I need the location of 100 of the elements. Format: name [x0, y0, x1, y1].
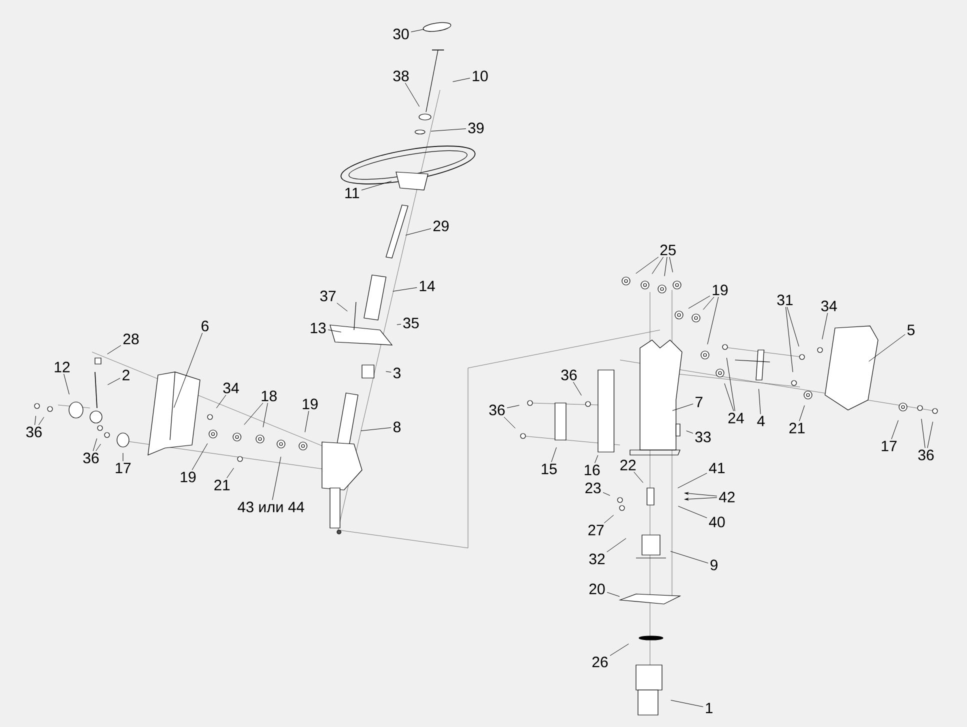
callout-number: 41 [709, 462, 725, 474]
leader-line [686, 430, 694, 434]
callout-number: 12 [54, 362, 70, 372]
leader-line [684, 492, 718, 496]
callout-number: 24 [728, 412, 744, 424]
callout-number: 29 [433, 220, 449, 232]
callout-number: 10 [472, 70, 488, 82]
leader-line [262, 402, 268, 428]
leader-line [396, 324, 402, 325]
leader-line [634, 472, 644, 483]
leader-line [726, 358, 736, 412]
leader-line [192, 443, 208, 470]
callout-number: 37 [320, 290, 336, 302]
callout-number: 27 [588, 524, 604, 536]
leader-line [272, 456, 282, 500]
callout-number: 36 [489, 404, 505, 416]
callout-number: 9 [710, 560, 718, 570]
leader-line [336, 302, 348, 312]
callout-number: 2 [122, 370, 130, 380]
callout-number: 33 [695, 432, 711, 442]
leader-line [107, 345, 122, 354]
leader-line [891, 420, 899, 440]
leader-line [664, 256, 668, 276]
leader-line [707, 296, 719, 345]
leader-line [921, 418, 926, 448]
leader-line [504, 416, 516, 428]
leader-line [678, 472, 708, 488]
leader-line [107, 378, 120, 386]
leader-line [724, 383, 734, 412]
callout-number: 19 [302, 398, 318, 410]
leader-line [216, 394, 226, 408]
leader-line [452, 78, 470, 82]
callout-number: 15 [542, 464, 557, 474]
leader-line [868, 334, 906, 362]
callout-number: 19 [712, 284, 728, 296]
leader-line [670, 700, 704, 708]
leader-line [799, 405, 805, 422]
leader-line [96, 444, 101, 452]
callout-number: 34 [223, 382, 239, 394]
callout-number: 21 [214, 480, 230, 490]
leader-line [551, 447, 557, 462]
callout-number: 23 [585, 482, 601, 494]
callout-number: 5 [907, 324, 915, 336]
callout-number: 7 [696, 396, 702, 408]
callout-number: 22 [620, 460, 636, 470]
leader-line [670, 551, 708, 564]
callout-number: 17 [116, 462, 131, 474]
callout-number: 28 [123, 334, 139, 344]
leader-line [92, 438, 98, 452]
callout-number: 17 [882, 440, 897, 452]
leader-line [410, 28, 424, 32]
leader-line [822, 312, 828, 340]
leader-line [226, 468, 234, 478]
leader-line [392, 287, 418, 292]
leader-line [430, 128, 466, 132]
leader-line [688, 296, 710, 309]
callout-number: 18 [262, 390, 277, 402]
leader-line [360, 427, 392, 432]
callout-number: 26 [592, 656, 608, 668]
leader-line [927, 422, 934, 448]
leader-line [606, 592, 620, 597]
leader-line [678, 506, 708, 518]
callout-number: 36 [918, 450, 934, 460]
leader-line [672, 404, 694, 411]
leader-line [636, 256, 659, 274]
callout-number: 40 [709, 516, 725, 528]
callout-number: 6 [202, 320, 209, 332]
leader-line [404, 82, 420, 107]
callout-number: 1 [706, 702, 712, 714]
leader-line [64, 374, 70, 395]
callout-number: 4 [757, 416, 765, 426]
leader-line [361, 180, 392, 190]
callout-number: 25 [660, 244, 676, 256]
leader-line [786, 306, 800, 347]
leader-line [38, 416, 44, 426]
leader-line [174, 332, 203, 408]
callout-number: 34 [821, 300, 837, 312]
callout-number: 3 [393, 368, 401, 378]
callout-number: 36 [83, 452, 99, 464]
leader-line [786, 306, 794, 372]
leader-line [702, 296, 714, 310]
leader-line [405, 228, 432, 236]
callout-number: 11 [345, 188, 360, 198]
callout-number: 35 [403, 318, 419, 328]
callout-number: 16 [584, 464, 600, 476]
leader-line [652, 256, 664, 274]
leader-line [758, 388, 761, 414]
leader-line [304, 410, 309, 432]
callout-number: 19 [180, 472, 196, 482]
callout-number: 21 [789, 422, 805, 434]
callout-number: 42 [719, 492, 735, 502]
callout-number: 43 или 44 [238, 502, 304, 512]
callout-number: 31 [777, 294, 793, 306]
leader-line [122, 452, 124, 462]
leader-line [602, 492, 610, 496]
leader-line [34, 416, 36, 426]
leader-line [684, 497, 718, 500]
leader-line [594, 454, 598, 464]
leader-line [386, 371, 392, 372]
callout-number: 36 [26, 426, 42, 438]
